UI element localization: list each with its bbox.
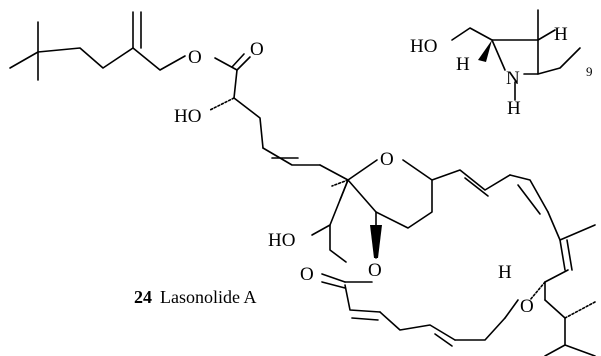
compound-name: Lasonolide A — [160, 287, 257, 307]
hydroxyl-side-label: HO — [174, 106, 201, 127]
ester-oxygen-1: O — [188, 47, 202, 68]
carbonyl-oxygen-2: O — [300, 264, 314, 285]
macrolactone — [321, 211, 596, 356]
inset-wedge — [478, 40, 492, 62]
azetidine-inset — [451, 9, 581, 101]
compound-caption: 24 Lasonolide A — [134, 287, 257, 307]
wedge-bond — [370, 225, 382, 258]
thp2-oxygen: O — [520, 296, 534, 317]
thp2-hydrogen: H — [498, 262, 512, 283]
side-chain — [9, 11, 349, 181]
central-thp-ring — [311, 159, 549, 263]
inset-h-right: H — [554, 24, 568, 45]
inset-nitrogen: N — [506, 68, 520, 89]
inset-nh-hydrogen: H — [507, 98, 521, 119]
macrolide-oxygen: O — [368, 260, 382, 281]
inset-hydroxyl: HO — [410, 36, 437, 57]
compound-number: 24 — [134, 287, 152, 307]
carbonyl-oxygen-1: O — [250, 39, 264, 60]
thp-oxygen-top: O — [380, 149, 394, 170]
inset-chain-subscript: 9 — [586, 64, 593, 79]
hydroxyl-left-label: HO — [268, 230, 295, 251]
inset-h-left: H — [456, 54, 470, 75]
